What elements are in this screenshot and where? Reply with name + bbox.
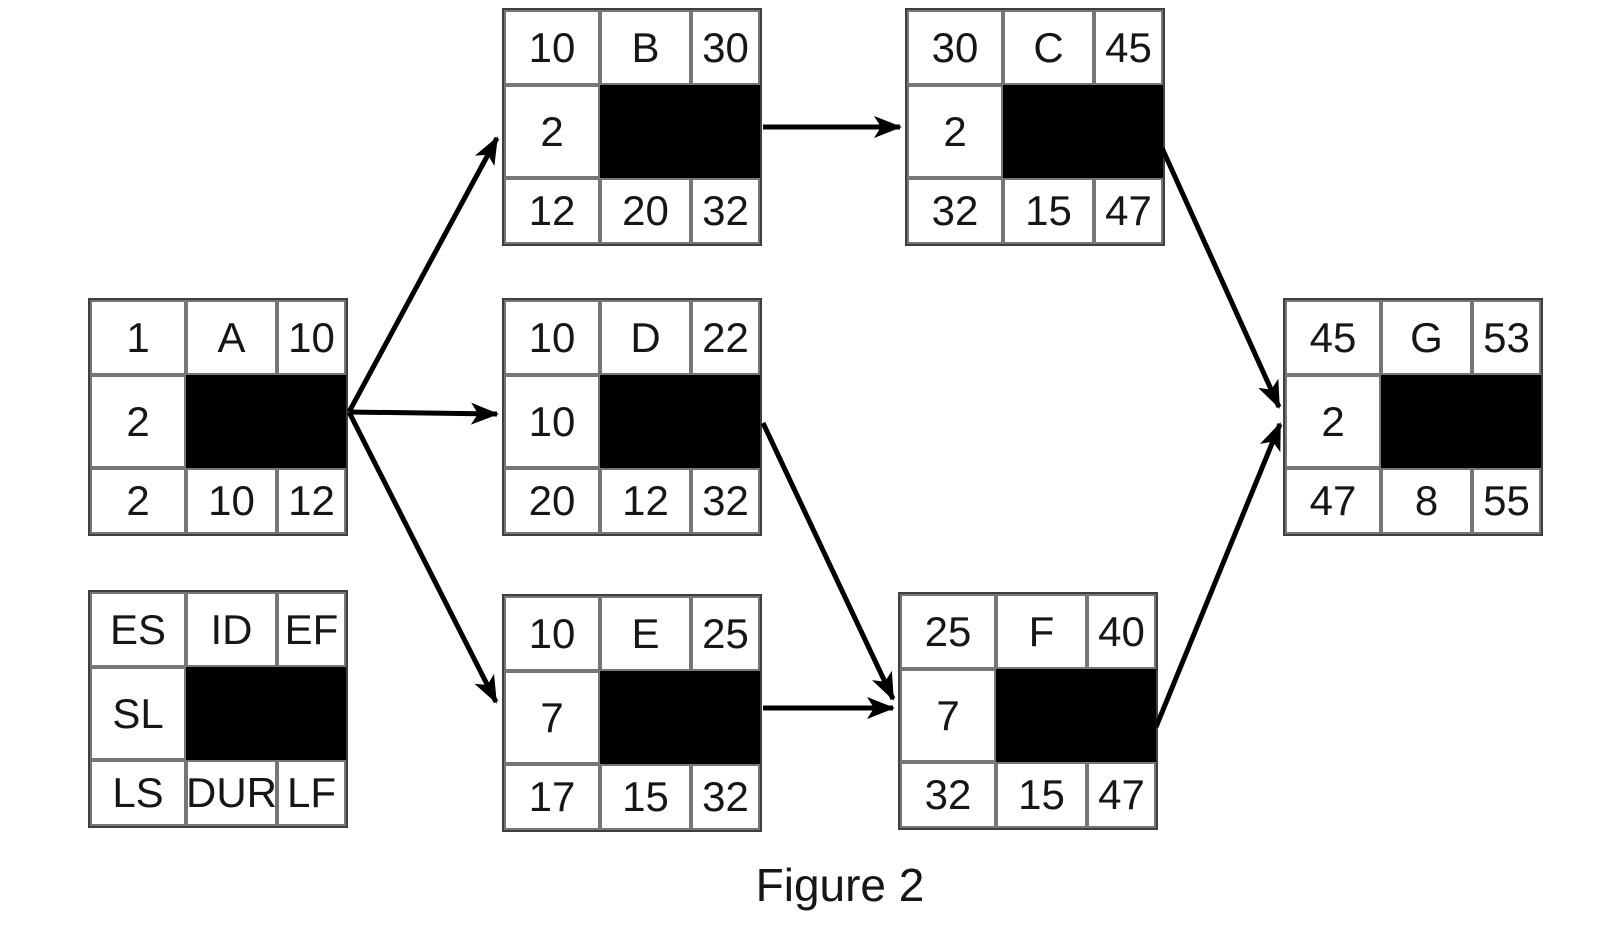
- arrow-D-F: [760, 421, 896, 701]
- lf-cell: 12: [277, 468, 346, 534]
- ef-cell: 53: [1472, 300, 1541, 375]
- sl-cell: 2: [90, 375, 186, 468]
- lf-cell: 32: [691, 178, 760, 244]
- legend-dur-label: DUR: [186, 760, 277, 826]
- ls-cell: 2: [90, 468, 186, 534]
- activity-node-d: 10 D 22 10 20 12 32: [502, 298, 762, 536]
- ls-cell: 32: [900, 762, 996, 828]
- dur-cell: 15: [996, 762, 1087, 828]
- es-cell: 1: [90, 300, 186, 375]
- black-fill-block: [996, 669, 1156, 762]
- legend-ls-label: LS: [90, 760, 186, 826]
- figure-caption: Figure 2: [755, 859, 925, 911]
- lf-cell: 47: [1094, 178, 1163, 244]
- arrow-A-D: [348, 402, 499, 425]
- lf-cell: 32: [691, 468, 760, 534]
- sl-cell: 2: [1285, 375, 1381, 468]
- activity-node-a: 1 A 10 2 2 10 12: [88, 298, 348, 536]
- activity-node-c: 30 C 45 2 32 15 47: [905, 8, 1165, 246]
- es-cell: 10: [504, 300, 600, 375]
- black-fill-block: [1003, 85, 1163, 178]
- legend-lf-label: LF: [277, 760, 346, 826]
- id-cell: D: [600, 300, 691, 375]
- arrow-A-B: [346, 136, 500, 414]
- ef-cell: 45: [1094, 10, 1163, 85]
- black-fill-block: [600, 671, 760, 764]
- es-cell: 30: [907, 10, 1003, 85]
- arrow-C-G: [1159, 146, 1282, 409]
- ls-cell: 20: [504, 468, 600, 534]
- ef-cell: 25: [691, 596, 760, 671]
- ef-cell: 22: [691, 300, 760, 375]
- black-fill-block: [186, 375, 346, 468]
- ef-cell: 40: [1087, 594, 1156, 669]
- id-cell: G: [1381, 300, 1472, 375]
- dur-cell: 20: [600, 178, 691, 244]
- es-cell: 10: [504, 10, 600, 85]
- dur-cell: 15: [1003, 178, 1094, 244]
- ls-cell: 12: [504, 178, 600, 244]
- ls-cell: 47: [1285, 468, 1381, 534]
- legend-sl-label: SL: [90, 667, 186, 760]
- ef-cell: 10: [277, 300, 346, 375]
- sl-cell: 2: [504, 85, 600, 178]
- es-cell: 10: [504, 596, 600, 671]
- id-cell: B: [600, 10, 691, 85]
- lf-cell: 47: [1087, 762, 1156, 828]
- black-fill-block: [600, 85, 760, 178]
- ls-cell: 17: [504, 764, 600, 830]
- dur-cell: 8: [1381, 468, 1472, 534]
- dur-cell: 15: [600, 764, 691, 830]
- arrow-F-G: [1153, 422, 1283, 728]
- black-fill-block: [186, 667, 346, 760]
- black-fill-block: [1381, 375, 1541, 468]
- legend-es-label: ES: [90, 592, 186, 667]
- legend-ef-label: EF: [277, 592, 346, 667]
- sl-cell: 7: [504, 671, 600, 764]
- lf-cell: 32: [691, 764, 760, 830]
- sl-cell: 7: [900, 669, 996, 762]
- activity-node-g: 45 G 53 2 47 8 55: [1283, 298, 1543, 536]
- id-cell: A: [186, 300, 277, 375]
- id-cell: C: [1003, 10, 1094, 85]
- es-cell: 45: [1285, 300, 1381, 375]
- sl-cell: 2: [907, 85, 1003, 178]
- es-cell: 25: [900, 594, 996, 669]
- legend-id-label: ID: [186, 592, 277, 667]
- black-fill-block: [600, 375, 760, 468]
- arrow-A-E: [346, 410, 499, 704]
- activity-node-b: 10 B 30 2 12 20 32: [502, 8, 762, 246]
- lf-cell: 55: [1472, 468, 1541, 534]
- id-cell: E: [600, 596, 691, 671]
- dur-cell: 10: [186, 468, 277, 534]
- legend-key-node: ES ID EF SL LS DUR LF: [88, 590, 348, 828]
- activity-node-e: 10 E 25 7 17 15 32: [502, 594, 762, 832]
- id-cell: F: [996, 594, 1087, 669]
- ef-cell: 30: [691, 10, 760, 85]
- sl-cell: 10: [504, 375, 600, 468]
- activity-node-f: 25 F 40 7 32 15 47: [898, 592, 1158, 830]
- dur-cell: 12: [600, 468, 691, 534]
- ls-cell: 32: [907, 178, 1003, 244]
